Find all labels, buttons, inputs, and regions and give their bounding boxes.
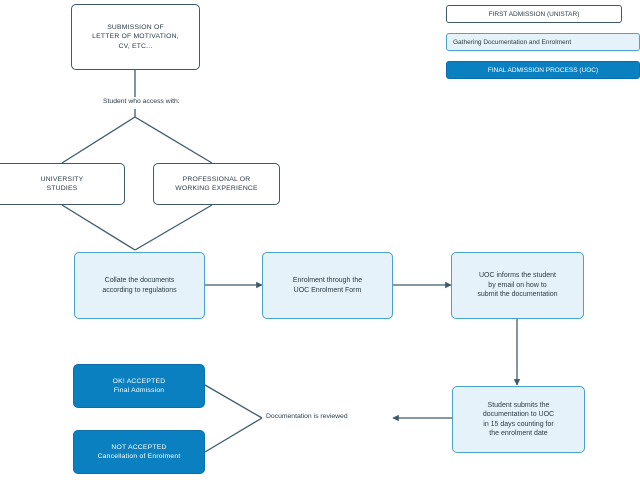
connector-diamond-right <box>134 116 213 164</box>
legend-final-admission: FINAL ADMISSION PROCESS (UOC) <box>446 61 640 79</box>
submission-box: SUBMISSION OF LETTER OF MOTIVATION, CV, … <box>71 4 200 70</box>
connector-diamond-left <box>61 116 136 164</box>
legend-first-admission: FIRST ADMISSION (UNISTAR) <box>446 5 622 23</box>
connector-university-down <box>61 204 136 251</box>
connector-reviewed-accepted <box>204 384 263 419</box>
uoc-informs-box: UOC informs the student by email on how … <box>451 252 584 319</box>
not-accepted-box: NOT ACCEPTED Cancellation of Enrolment <box>73 430 205 474</box>
connector-reviewed-notaccepted <box>204 417 263 453</box>
connector-professional-down <box>134 204 213 251</box>
accepted-box: OK! ACCEPTED Final Admission <box>73 364 205 408</box>
university-studies-box: UNIVERSITY STUDIES <box>0 163 125 205</box>
enrolment-form-box: Enrolment through the UOC Enrolment Form <box>262 252 393 319</box>
student-access-label: Student who access with: <box>100 98 183 105</box>
student-submits-box: Student submits the documentation to UOC… <box>452 386 585 453</box>
documentation-reviewed-label: Documentation is reviewed <box>263 413 351 420</box>
legend-gathering-documentation: Gathering Documentation and Enrolment <box>446 33 640 51</box>
professional-experience-box: PROFESSIONAL OR WORKING EXPERIENCE <box>153 163 280 205</box>
collate-documents-box: Collate the documents according to regul… <box>74 252 205 319</box>
